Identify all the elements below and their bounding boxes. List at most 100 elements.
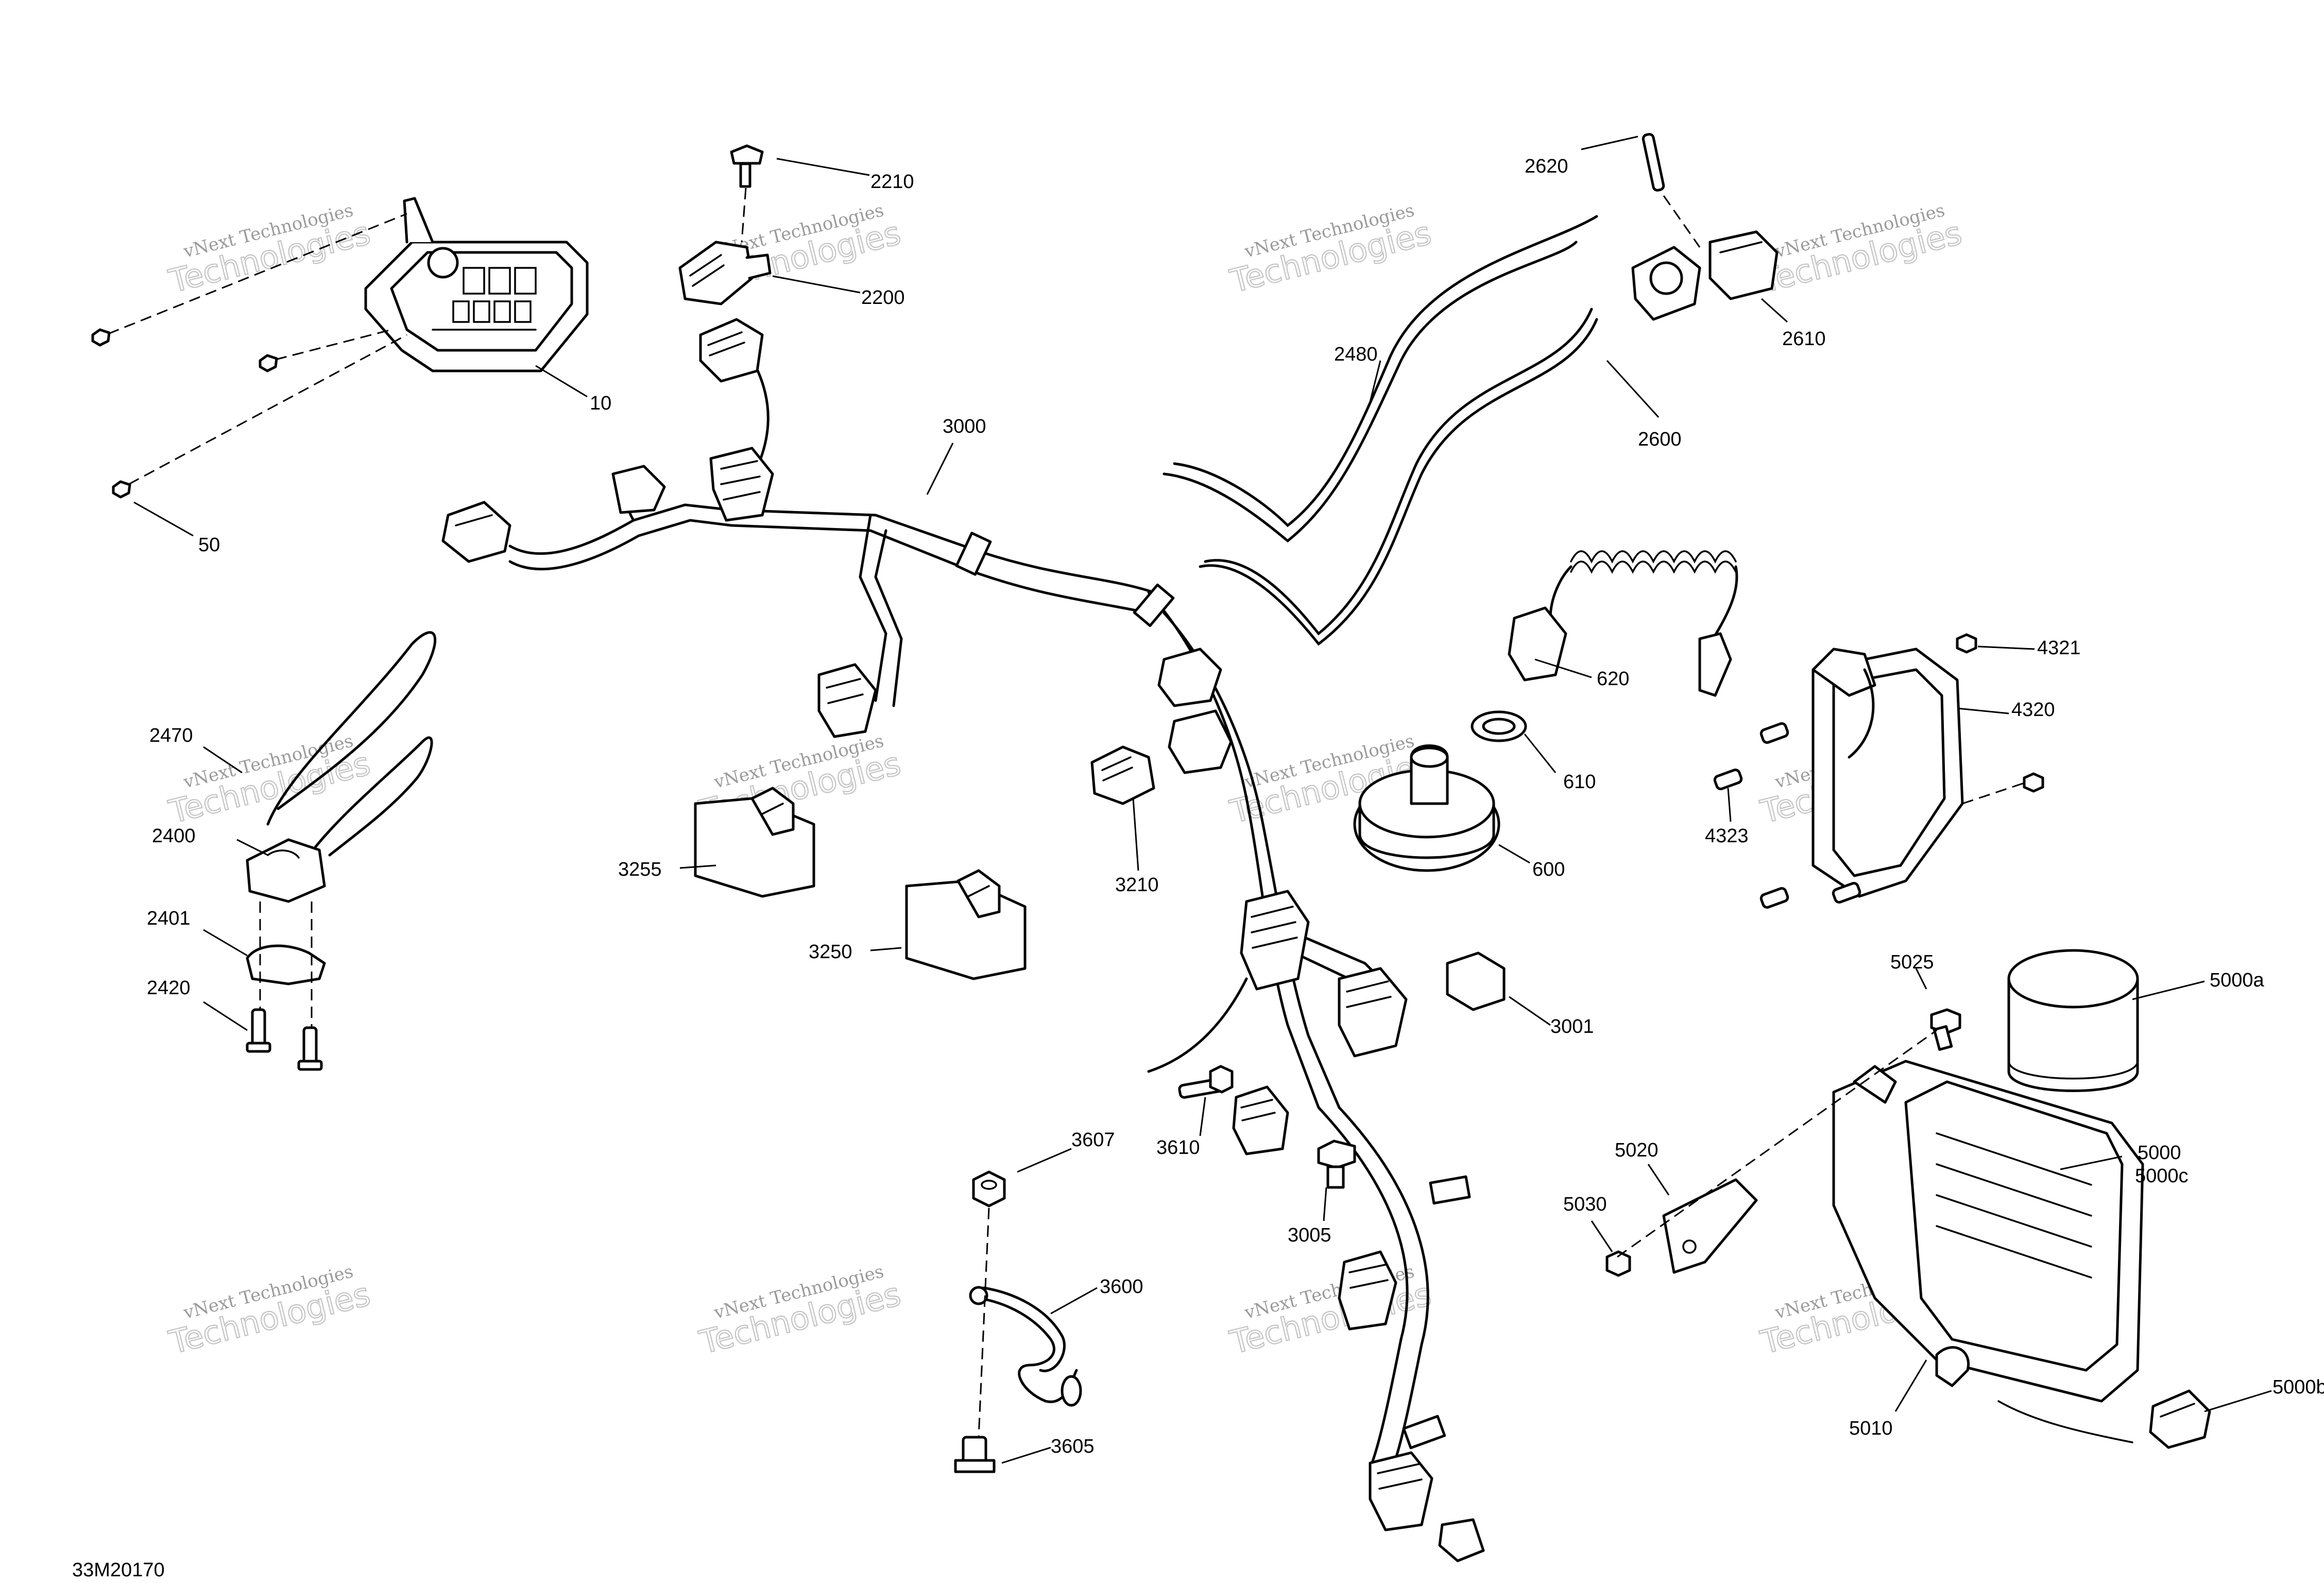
callout-3001: 3001: [1550, 1016, 1594, 1037]
harness-connector[interactable]: [1157, 648, 1222, 707]
callout-600: 600: [1532, 859, 1565, 880]
ground-cable-part[interactable]: [969, 1286, 1082, 1407]
fuse-box-part[interactable]: [364, 197, 589, 372]
stud-part[interactable]: [1178, 1065, 1234, 1099]
pin-part[interactable]: [1642, 133, 1665, 192]
control-module-part[interactable]: [1812, 648, 1964, 898]
callout-5000a: 5000a: [2210, 969, 2265, 991]
harness-connector[interactable]: [1232, 1085, 1289, 1155]
vent-hose-part[interactable]: [1163, 215, 1598, 543]
callout-5000c: 5000c: [2135, 1165, 2189, 1187]
callout-3607: 3607: [1071, 1129, 1115, 1151]
connector-part[interactable]: [2149, 1389, 2211, 1449]
nut-part[interactable]: [972, 1170, 1006, 1207]
watermark: vNext Technologies Technologies: [1226, 200, 1436, 301]
callout-2620: 2620: [1525, 156, 1568, 177]
bolt-part[interactable]: [1317, 1139, 1356, 1189]
harness-connector[interactable]: [709, 447, 774, 522]
rocker-switch-part[interactable]: [694, 787, 815, 898]
filter-cartridge-part[interactable]: [2007, 949, 2139, 1092]
callout-5030: 5030: [1563, 1194, 1607, 1215]
screw-part[interactable]: [246, 1008, 271, 1053]
harness-connector[interactable]: [441, 501, 511, 563]
clamp-part[interactable]: [246, 944, 326, 985]
callout-5025: 5025: [1890, 951, 1934, 973]
grommet-part[interactable]: [1471, 710, 1527, 742]
callout-610: 610: [1563, 771, 1596, 793]
diagram-code: 33M20170: [72, 1559, 165, 1581]
harness-connector[interactable]: [1338, 1250, 1397, 1331]
callout-2610: 2610: [1782, 328, 1826, 350]
callout-5020: 5020: [1615, 1139, 1659, 1161]
nut-part[interactable]: [1956, 633, 1977, 654]
callout-4321: 4321: [2037, 637, 2081, 659]
harness-connector[interactable]: [1168, 709, 1233, 774]
harness-connector[interactable]: [817, 663, 877, 738]
sensor-connector-part[interactable]: [1090, 745, 1155, 805]
screw-part[interactable]: [297, 1026, 323, 1071]
harness-connector[interactable]: [1240, 890, 1310, 991]
spacer-part[interactable]: [1832, 881, 1861, 904]
assembly-line: [1663, 195, 1701, 248]
callout-2600: 2600: [1638, 429, 1682, 450]
bracket-part[interactable]: [1662, 1178, 1758, 1274]
control-knob-part[interactable]: [1353, 744, 1500, 872]
watermark: vNext Technologies Technologies: [1756, 200, 1966, 301]
callout-3610: 3610: [1156, 1137, 1200, 1159]
clip-part[interactable]: [1935, 1346, 1970, 1387]
callout-2200: 2200: [861, 287, 905, 309]
harness-connector[interactable]: [611, 465, 666, 514]
assembly-line: [275, 329, 392, 361]
rocker-switch-part[interactable]: [905, 869, 1027, 980]
relay-part[interactable]: [1708, 230, 1779, 300]
watermark: vNext Technologies Technologies: [165, 200, 374, 301]
key-holder-part[interactable]: [246, 838, 326, 903]
leader-lines: [133, 135, 2272, 1464]
callout-2400: 2400: [152, 825, 196, 847]
callout-2420: 2420: [147, 977, 191, 999]
harness-connector[interactable]: [1338, 967, 1408, 1058]
callout-4323: 4323: [1705, 825, 1749, 847]
bolt-part[interactable]: [730, 144, 764, 188]
screw-part[interactable]: [91, 328, 111, 347]
assembly-line: [1962, 782, 2025, 805]
callout-5010: 5010: [1849, 1418, 1893, 1439]
callout-2210: 2210: [870, 171, 914, 193]
assembly-line: [741, 188, 747, 243]
cable-loop-part[interactable]: [266, 631, 437, 857]
harness-connector[interactable]: [699, 318, 764, 383]
assembly-line: [978, 1207, 990, 1438]
spacer-part[interactable]: [1759, 887, 1789, 909]
watermark: vNext Technologies Technologies: [165, 730, 374, 831]
callout-5000b: 5000b: [2272, 1376, 2324, 1398]
screw-part[interactable]: [259, 354, 278, 372]
callout-5000: 5000: [2138, 1142, 2181, 1164]
nut-part[interactable]: [2023, 772, 2044, 793]
callout-2480: 2480: [1334, 344, 1378, 365]
assembly-line: [108, 213, 407, 335]
harness-connector[interactable]: [1438, 1518, 1485, 1562]
spacer-part[interactable]: [1759, 722, 1789, 744]
watermark: vNext Technologies Technologies: [695, 1261, 905, 1362]
power-outlet-part[interactable]: [1631, 246, 1701, 321]
vent-hose-part[interactable]: [1199, 308, 1598, 646]
nut-part[interactable]: [1605, 1250, 1631, 1277]
screw-part[interactable]: [112, 480, 131, 499]
wire: [1997, 1400, 2133, 1443]
callout-3605: 3605: [1051, 1436, 1095, 1457]
callout-4320: 4320: [2011, 699, 2055, 721]
bolt-part[interactable]: [954, 1436, 996, 1473]
harness-connector[interactable]: [1369, 1451, 1433, 1531]
callout-10: 10: [590, 393, 611, 414]
spacer-part[interactable]: [1713, 768, 1743, 791]
sensor-connector-part[interactable]: [678, 241, 772, 305]
watermarks: vNext Technologies Technologies vNext Te…: [165, 200, 1966, 1362]
callout-labels: 2210 2200 10 50 3000 2480 2600 2620 2610…: [147, 156, 2324, 1457]
coiled-cable-part[interactable]: [1508, 550, 1738, 697]
callout-2401: 2401: [147, 908, 191, 929]
watermark: vNext Technologies Technologies: [165, 1261, 374, 1362]
bolt-part[interactable]: [1930, 1008, 1961, 1051]
cover-part[interactable]: [1446, 951, 1506, 1011]
engine-control-unit-part[interactable]: [1832, 1060, 2144, 1403]
